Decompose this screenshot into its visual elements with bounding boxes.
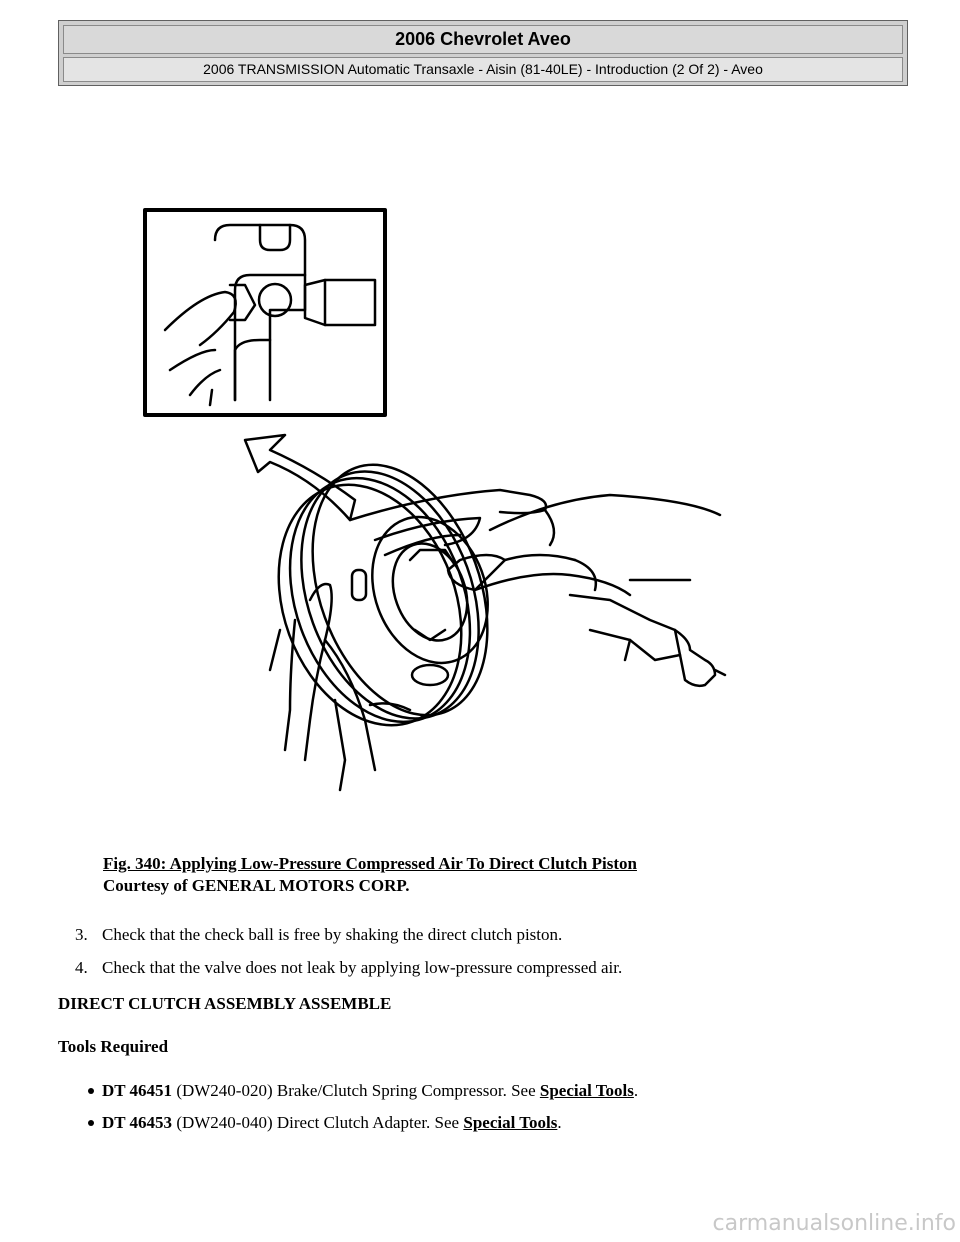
tool-code: DT 46453	[102, 1113, 173, 1132]
detail-inset-frame	[143, 208, 387, 417]
tool-description: (DW240-020) Brake/Clutch Spring Compress…	[172, 1081, 540, 1100]
list-item: 3. Check that the check ball is free by s…	[75, 924, 622, 946]
header-title: 2006 Chevrolet Aveo	[63, 25, 903, 54]
tools-required-heading: Tools Required	[58, 1037, 169, 1056]
step-number: 3.	[75, 925, 88, 944]
special-tools-link[interactable]: Special Tools	[539, 1081, 634, 1100]
step-number: 4.	[75, 958, 88, 977]
tool-code: DT 46451	[102, 1081, 173, 1100]
tool-description: (DW240-040) Direct Clutch Adapter. See	[172, 1113, 464, 1132]
page-header: 2006 Chevrolet Aveo 2006 TRANSMISSION Au…	[58, 20, 908, 86]
special-tools-link[interactable]: Special Tools	[463, 1113, 558, 1132]
bullet-icon	[88, 1088, 94, 1094]
tool-end: .	[633, 1081, 639, 1100]
procedure-steps: 3. Check that the check ball is free by s…	[75, 924, 622, 990]
figure-caption-credit: Courtesy of GENERAL MOTORS CORP.	[103, 876, 410, 895]
list-item: DT 46453 (DW240-040) Direct Clutch Adapt…	[88, 1112, 638, 1134]
tools-list: DT 46451 (DW240-020) Brake/Clutch Spring…	[88, 1080, 638, 1144]
figure-illustration	[130, 200, 750, 800]
section-heading: DIRECT CLUTCH ASSEMBLY ASSEMBLE	[58, 994, 392, 1013]
check-ball	[257, 282, 293, 318]
list-item: DT 46451 (DW240-020) Brake/Clutch Spring…	[88, 1080, 638, 1102]
watermark: carmanualsonline.info	[712, 1211, 956, 1236]
clutch-piston-illustration	[143, 208, 727, 792]
tool-end: .	[557, 1113, 562, 1132]
figure-caption: Fig. 340: Applying Low-Pressure Compress…	[103, 853, 637, 897]
bullet-icon	[88, 1120, 94, 1126]
figure-caption-title: Fig. 340: Applying Low-Pressure Compress…	[103, 854, 637, 873]
list-item: 4. Check that the valve does not leak by …	[75, 957, 622, 979]
step-text: Check that the valve does not leak by ap…	[102, 958, 623, 977]
step-text: Check that the check ball is free by sha…	[102, 925, 563, 944]
header-subtitle: 2006 TRANSMISSION Automatic Transaxle - …	[63, 57, 903, 82]
